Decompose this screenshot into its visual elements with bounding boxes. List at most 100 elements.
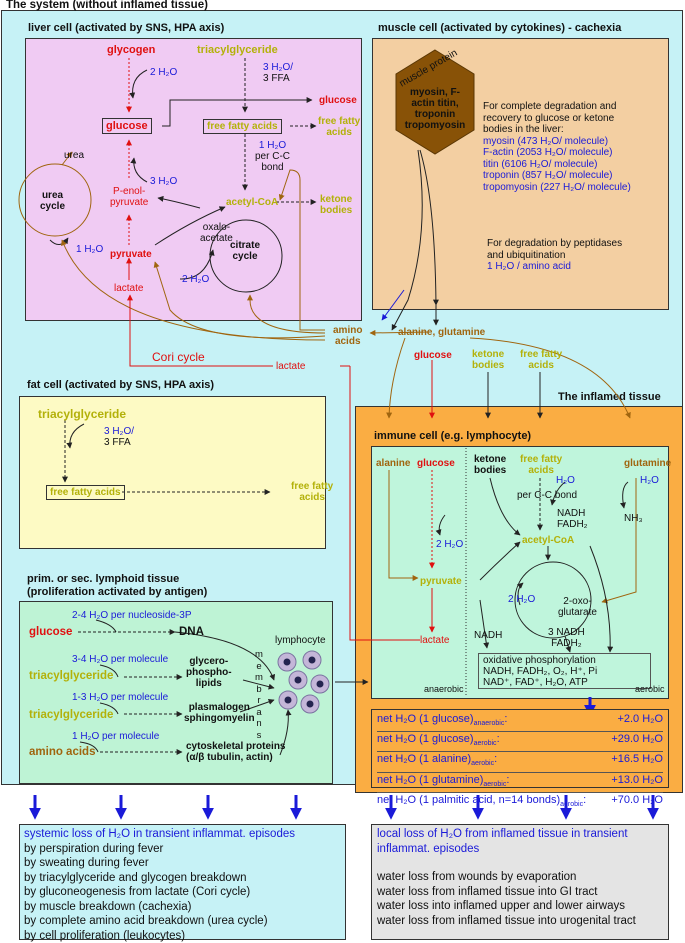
fat-h2o: 3 H₂O/ 3 FFA	[104, 426, 134, 448]
immune-aerobic: aerobic	[635, 684, 665, 694]
blood-ketone-2: bodies	[472, 360, 505, 371]
immune-ffa-1: free fatty	[520, 454, 563, 465]
lymphoid-membranes: m e m b r a n s	[255, 649, 263, 741]
lymphoid-title: prim. or sec. lymphoid tissue (prolifera…	[27, 573, 207, 599]
liver-urea-cycle-1: urea	[41, 190, 64, 201]
immune-glutamine: glutamine	[624, 458, 672, 469]
systemic-item: by cell proliferation (leukocytes)	[24, 929, 186, 942]
immune-nadh3: 3 NADH FADH₂	[548, 627, 585, 649]
liver-citrate-2: cycle	[232, 251, 258, 262]
immune-ffa-2: acids	[528, 465, 554, 476]
systemic-loss-box: systemic loss of H₂O in transient inflam…	[19, 824, 346, 942]
net-label: net H₂O (1 palmitic acid, n=14 bonds)	[377, 793, 561, 806]
fat-ffa-out-2: acids	[299, 492, 325, 503]
liver-h2o-citrate: 2 H₂O	[182, 274, 210, 285]
lymphoid-r3-water: 1-3 H₂O per molecule	[72, 692, 169, 703]
immune-nadh3-1: 3 NADH	[548, 627, 585, 638]
immune-oxphos-1: oxidative phosphorylation	[483, 655, 596, 666]
net-value: +16.5 H₂O	[611, 753, 663, 766]
liver-citrate-cycle: citrate cycle	[230, 240, 260, 262]
liver-ffa: free fatty acids	[203, 119, 282, 134]
fat-ffa-out-1: free fatty	[291, 481, 334, 492]
muscle-pept-3: 1 H₂O / amino acid	[487, 261, 571, 272]
systemic-item: by muscle breakdown (cachexia)	[24, 900, 192, 913]
net-label: net H₂O (1 glucose)	[377, 713, 474, 725]
muscle-pept-2: and ubiquitination	[487, 249, 566, 261]
fat-h2o-2: 3 FFA	[104, 437, 131, 448]
local-spacer	[377, 856, 663, 870]
blood-amino-2: acids	[334, 336, 361, 347]
fat-title: fat cell (activated by SNS, HPA axis)	[27, 379, 215, 391]
net-row: net H₂O (1 palmitic acid, n=14 bonds)aer…	[377, 793, 663, 812]
lymphoid-r4-water: 1 H₂O per molecule	[72, 731, 160, 742]
liver-ffa-out-2: acids	[326, 127, 352, 138]
net-sub: aerobic	[560, 800, 584, 808]
liver-pep-1: P-enol-	[113, 186, 146, 197]
liver-h2o-urea: 1 H₂O	[76, 244, 104, 255]
systemic-item: by triacylglyceride and glycogen breakdo…	[24, 871, 247, 884]
local-title-2: inflammat. episodes	[377, 842, 480, 855]
liver-pep: P-enol- pyruvate	[110, 186, 148, 208]
local-item: water loss from inflamed tissue into uro…	[377, 914, 636, 927]
muscle-note-2: recovery to glucose or ketone	[483, 112, 615, 124]
immune-oxphos-box: oxidative phosphorylation NADH, FADH₂, O…	[478, 653, 651, 689]
liver-ffa-out: free fatty acids	[318, 116, 360, 138]
immune-title: immune cell (e.g. lymphocyte)	[374, 430, 532, 442]
immune-per-cc: per C-C bond	[517, 490, 578, 501]
local-item: water loss from inflamed tissue into GI …	[377, 885, 598, 898]
lymphocyte-label: lymphocyte	[275, 635, 326, 646]
immune-acetyl: acetyl-CoA	[522, 535, 575, 546]
blood-ketone-1: ketone	[472, 349, 505, 360]
muscle-note: For complete degradation and recovery to…	[483, 101, 631, 193]
local-item: water loss from wounds by evaporation	[377, 871, 577, 883]
lymphoid-r2-src: triacylglyceride	[29, 670, 114, 682]
system-title: The system (without inflamed tissue)	[6, 0, 208, 11]
muscle-item: titin (6106 H₂O/ molecule)	[483, 158, 598, 170]
lymphoid-r3-src: triacylglyceride	[29, 709, 114, 721]
liver-ketone-1: ketone	[320, 194, 353, 205]
lymphoid-r2-dst: glycero- phospho- lipids	[186, 656, 232, 689]
liver-h2o-pep: 3 H₂O	[150, 176, 178, 187]
blood-amino-acids: amino acids	[333, 325, 362, 347]
blood-ala-gln: alanine, glutamine	[398, 327, 486, 338]
lymphoid-r4-dst-1: cytoskeletal proteins	[186, 741, 286, 752]
lymphoid-r4-dst: cytoskeletal proteins (α/β tubulin, acti…	[186, 741, 285, 763]
immune-h2o-citrate: 2 H₂O	[508, 594, 536, 605]
fat-tag: triacylglyceride	[38, 407, 127, 421]
net-row: net H₂O (1 glucose)aerobic: +29.0 H₂O	[377, 732, 663, 753]
net-sub: aerobic	[471, 760, 495, 768]
liver-glucose: glucose	[102, 118, 152, 134]
liver-tag-split-1: 3 H₂O/	[263, 62, 293, 73]
local-loss-box: local loss of H₂O from inflamed tissue i…	[371, 824, 669, 940]
immune-ketone-1: ketone	[474, 454, 507, 465]
systemic-item: by complete amino acid breakdown (urea c…	[24, 915, 268, 927]
systemic-item: by gluconeogenesis from lactate (Cori cy…	[24, 886, 251, 898]
net-sub: anaerobic	[473, 720, 505, 728]
immune-oxoglutarate: 2-oxo- glutarate	[558, 596, 597, 618]
liver-pyruvate: pyruvate	[110, 249, 152, 260]
net-row: net H₂O (1 glutamine)aerobic: +13.0 H₂O	[377, 773, 663, 793]
liver-ketone: ketone bodies	[320, 194, 352, 216]
liver-h2o-cc-1: 1 H₂O	[258, 140, 287, 151]
liver-acetyl: acetyl-CoA	[226, 197, 279, 208]
immune-glucose: glucose	[417, 458, 455, 469]
blood-amino-1: amino	[333, 325, 363, 336]
systemic-item: by perspiration during fever	[24, 842, 164, 855]
lymphoid-r1-water: 2-4 H₂O per nucleoside-3P	[72, 610, 192, 621]
blood-glucose: glucose	[414, 350, 452, 361]
muscle-note-3: bodies in the liver:	[483, 124, 564, 135]
liver-h2o-cc-3: bond	[261, 162, 284, 173]
net-sub: aerobic	[473, 740, 497, 748]
muscle-item: troponin (857 H₂O/ molecule)	[483, 170, 613, 181]
net-value: +2.0 H₂O	[617, 713, 663, 725]
net-row: net H₂O (1 glucose)anaerobic: +2.0 H₂O	[377, 712, 663, 733]
net-value: +29.0 H₂O	[611, 733, 663, 746]
liver-glycogen: glycogen	[107, 44, 156, 56]
immune-ketone: ketone bodies	[474, 454, 506, 476]
lymphoid-r1-src: glucose	[29, 626, 73, 638]
blood-ketone: ketone bodies	[472, 349, 504, 371]
immune-h2o-glc: 2 H₂O	[436, 539, 464, 550]
immune-oxo-2: glutarate	[558, 607, 597, 618]
liver-glucose-out: glucose	[319, 95, 357, 106]
